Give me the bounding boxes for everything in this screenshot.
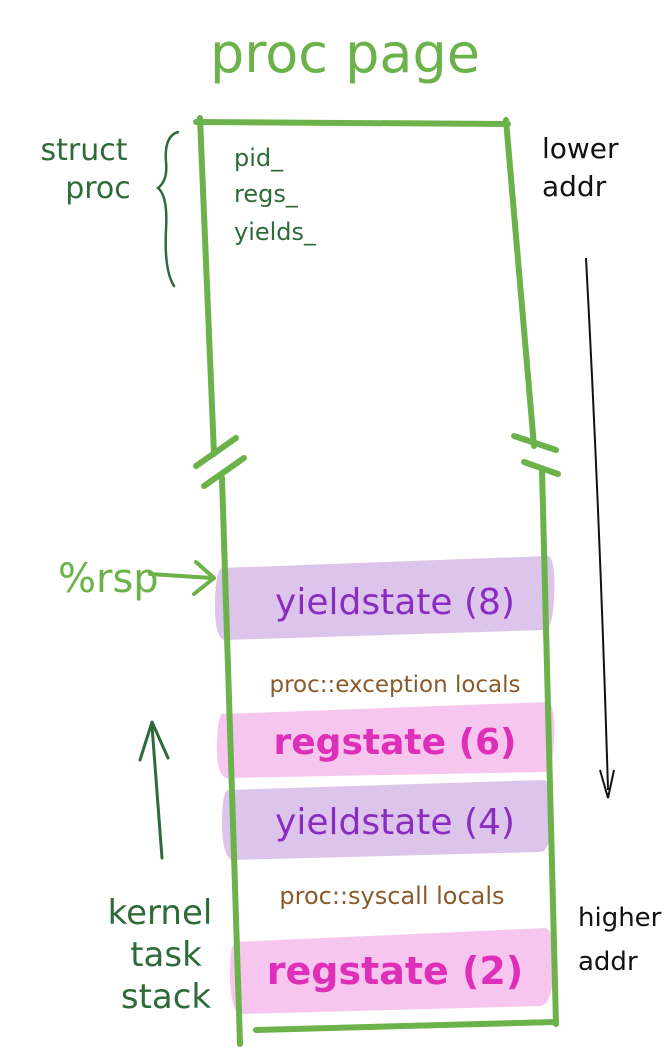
break-mark xyxy=(193,435,239,469)
regstate-band xyxy=(230,928,555,1014)
regstate-band xyxy=(216,702,555,778)
stack-entry-5: regstate (2) xyxy=(230,928,555,1014)
diagram-title: proc page xyxy=(210,22,480,85)
stack-entry-3: yieldstate (4) xyxy=(222,780,553,860)
stack-entry-label: proc::exception locals xyxy=(269,672,520,698)
stack-entry-4: proc::syscall locals xyxy=(279,882,504,910)
page-right-edge-lower xyxy=(539,467,559,1027)
stack-entry-label: regstate (2) xyxy=(267,949,523,993)
stack-entry-1: proc::exception locals xyxy=(269,672,520,698)
break-mark xyxy=(201,455,247,489)
stack-label-line2: task xyxy=(130,935,202,975)
rsp-arrow xyxy=(148,572,214,580)
struct-field-regs: regs_ xyxy=(234,180,299,208)
arrow-right-icon xyxy=(192,560,216,596)
struct-label-line2: proc xyxy=(65,171,131,206)
page-outline xyxy=(193,115,561,1047)
page-top-edge xyxy=(193,119,511,127)
higher-addr-line2: addr xyxy=(578,947,638,977)
stack-entry-label: yieldstate (4) xyxy=(275,802,515,843)
lower-addr-line1: lower xyxy=(542,132,619,165)
address-direction-arrow xyxy=(585,257,609,791)
arrow-up-icon xyxy=(138,720,170,762)
rsp-label: %rsp xyxy=(58,556,159,602)
stack-entry-label: proc::syscall locals xyxy=(279,882,504,910)
stack-entry-label: regstate (6) xyxy=(274,722,517,763)
stack-label-line3: stack xyxy=(121,977,212,1017)
page-right-edge-upper xyxy=(503,117,537,449)
higher-addr-line1: higher xyxy=(578,903,662,933)
stack-label-line1: kernel xyxy=(108,893,213,933)
yieldstate-band xyxy=(214,556,555,640)
page-left-edge-upper xyxy=(197,115,217,457)
struct-label-line1: struct xyxy=(41,133,128,168)
arrow-down-icon xyxy=(599,769,615,799)
break-mark xyxy=(511,433,559,453)
stack-entry-0: yieldstate (8) xyxy=(214,556,555,640)
brace-icon xyxy=(156,130,180,288)
lower-addr-line2: addr xyxy=(542,170,607,203)
page-bottom-edge xyxy=(253,1019,559,1033)
break-mark xyxy=(521,459,561,477)
struct-field-pid: pid_ xyxy=(234,144,284,172)
stack-growth-arrow xyxy=(150,724,164,860)
yieldstate-band xyxy=(222,780,553,860)
struct-field-yields: yields_ xyxy=(234,218,317,246)
stack-entry-2: regstate (6) xyxy=(216,702,555,778)
stack-entry-label: yieldstate (8) xyxy=(275,582,515,623)
page-left-edge-lower xyxy=(219,475,243,1047)
